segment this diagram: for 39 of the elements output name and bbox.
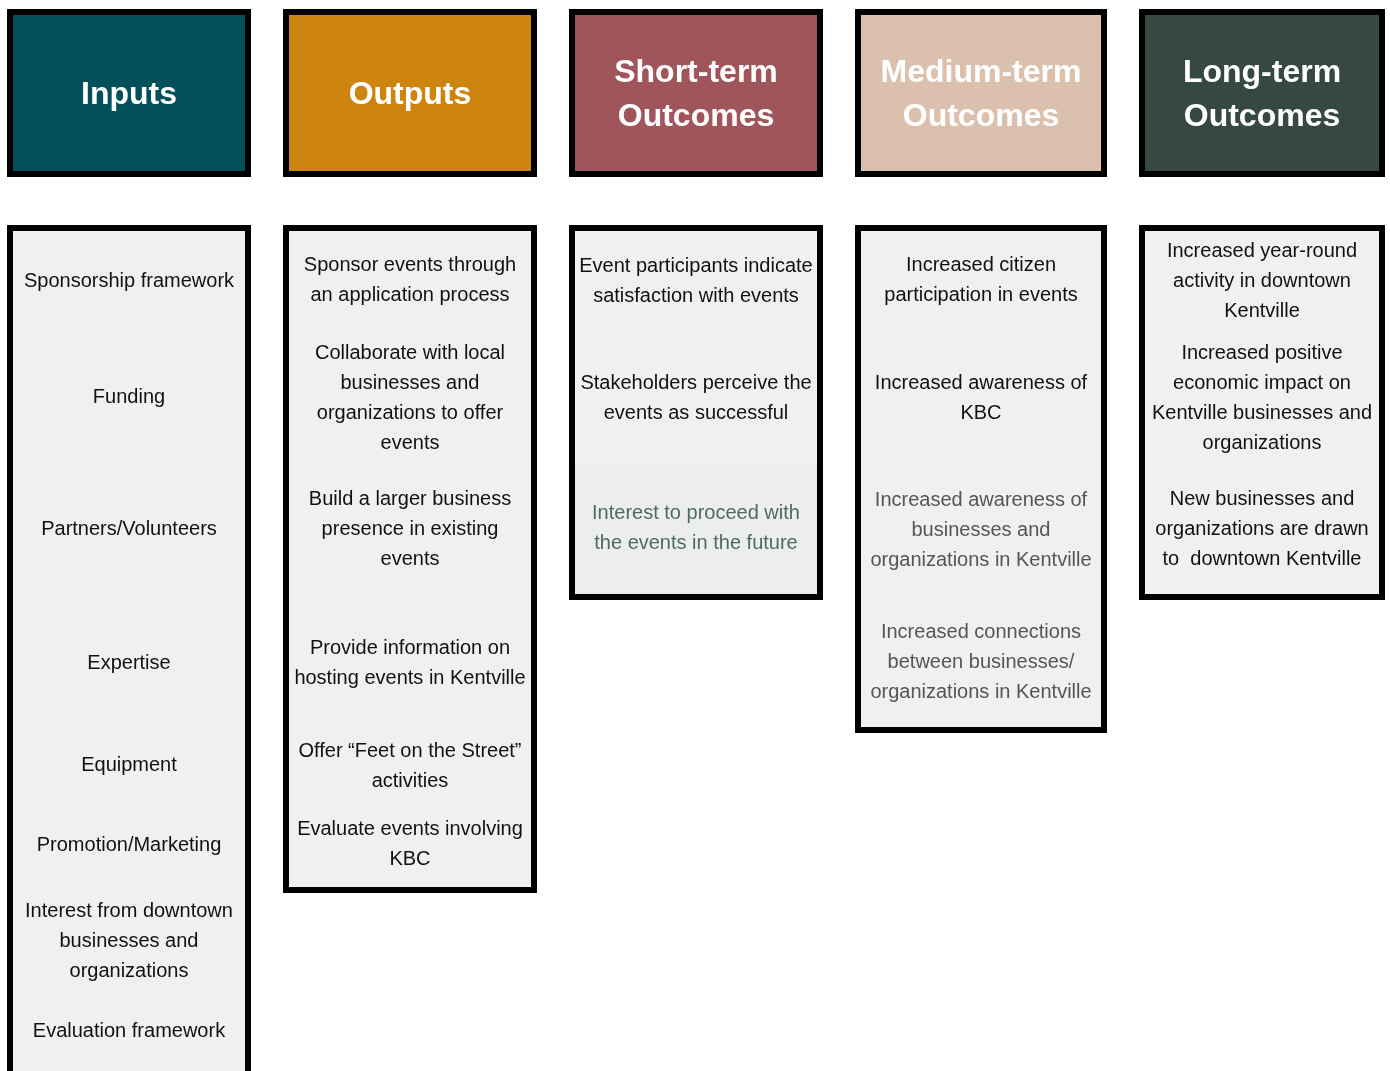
outcome-item: Event participants indicate satisfaction with events [579, 253, 813, 308]
column-panel [569, 225, 823, 600]
column-title: Inputs [81, 74, 177, 113]
outcome-item: Increased connections between businesses/ organizations in Kentville [869, 619, 1093, 704]
input-item: Equipment [80, 752, 178, 777]
input-item: Promotion/Marketing [35, 832, 223, 857]
column-panel [855, 225, 1107, 733]
outcome-item: Increased positive economic impact on Kentville businesses and organizations [1150, 340, 1374, 455]
input-item: Partners/Volunteers [40, 516, 218, 541]
output-item: Evaluate events involving KBC [296, 816, 524, 871]
column-panel [283, 225, 537, 893]
output-item: Build a larger business presence in existing events [307, 486, 513, 571]
column-title: Short-term Outcomes [613, 52, 779, 135]
outcome-item: Increased awareness of KBC [873, 370, 1089, 425]
column-title: Long-term Outcomes [1181, 52, 1343, 135]
short-term-header [569, 9, 823, 177]
outputs-header [283, 9, 537, 177]
outcome-item: Increased awareness of businesses and organizations in Kentville [869, 487, 1093, 572]
medium-term-header [855, 9, 1107, 177]
input-item: Funding [91, 384, 167, 409]
input-item: Expertise [86, 650, 172, 675]
column-panel [7, 225, 251, 1071]
outcome-item: Interest to proceed with the events in the future [591, 500, 801, 555]
outcome-item: Stakeholders perceive the events as successful [579, 370, 813, 425]
input-item: Interest from downtown businesses and organizations [24, 898, 234, 983]
long-term-header [1139, 9, 1385, 177]
output-item: Sponsor events through an application process [302, 252, 518, 307]
column-title: Medium-term Outcomes [879, 52, 1083, 135]
output-item: Collaborate with local businesses and organizations to offer events [313, 340, 507, 455]
column-panel [1139, 225, 1385, 600]
inputs-header [7, 9, 251, 177]
output-item: Provide information on hosting events in Kentville [293, 635, 527, 690]
input-item: Evaluation framework [31, 1018, 227, 1043]
outcome-item: Increased citizen participation in events [883, 252, 1079, 307]
output-item: Offer “Feet on the Street” activities [297, 738, 523, 793]
input-item: Sponsorship framework [22, 268, 236, 293]
column-title: Outputs [348, 74, 472, 113]
outcome-item: New businesses and organizations are drawn to downtown Kentville [1154, 486, 1370, 571]
outcome-item: Increased year-round activity in downtown Kentville [1165, 238, 1359, 323]
